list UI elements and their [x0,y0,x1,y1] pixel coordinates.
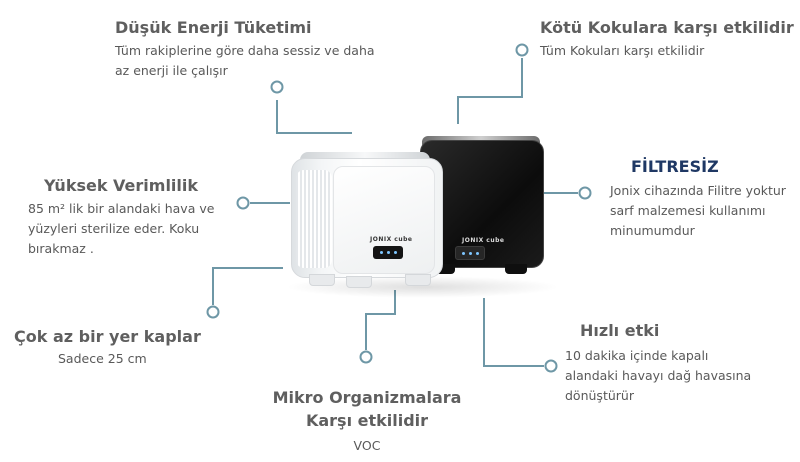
white-device-foot [346,276,372,288]
energy-circle-marker-icon [270,80,284,94]
efficiency-description: 85 m² lik bir alandaki hava ve yüzyleri … [28,199,214,259]
space-connector [212,267,283,305]
efficiency-circle-marker-icon [236,196,250,210]
white-device-control-panel [373,246,403,259]
white-device-grill [296,170,332,268]
white-device-logo: JONIX cube [370,236,413,243]
micro-title: Mikro Organizmalara Karşı etkilidir [272,388,462,430]
black-device-foot [433,264,455,274]
odors-description: Tüm Kokuları karşı etkilidir [540,43,705,58]
black-device-logo: JONIX cube [462,237,505,244]
filterless-title: FİLTRESİZ [631,157,719,176]
white-device-foot [405,274,431,286]
efficiency-title: Yüksek Verimlilik [44,176,199,195]
white-device-face [333,166,435,274]
white-device-top [300,152,430,162]
fast-circle-marker-icon [544,359,558,373]
filterless-desc-line: minumumdur [610,223,695,238]
odors-connector [457,58,523,124]
white-device-foot [309,274,335,286]
black-device-foot [505,264,527,274]
black-device-control-panel [455,246,485,260]
fast-desc-line: dönüştürür [565,388,634,403]
efficiency-desc-line: bırakmaz . [28,241,94,256]
filterless-description: Jonix cihazında Filitre yoktur sarf malz… [610,181,786,241]
odors-title: Kötü Kokulara karşı etkilidir [540,18,794,37]
energy-description: Tüm rakiplerine göre daha sessiz ve daha… [115,41,375,81]
filterless-circle-marker-icon [578,186,592,200]
filterless-desc-line: sarf malzemesi kullanımı [610,203,766,218]
fast-desc-line: 10 dakika içinde kapalı [565,348,709,363]
space-title: Çok az bir yer kaplar [14,327,201,346]
fast-desc-line: alandaki havayı dağ havasına [565,368,752,383]
micro-title-line: Karşı etkilidir [305,411,429,430]
micro-connector [365,290,396,350]
efficiency-desc-line: 85 m² lik bir alandaki hava ve [28,201,215,216]
micro-circle-marker-icon [359,350,373,364]
energy-connector [276,100,352,134]
micro-title-line: Mikro Organizmalara [272,388,462,407]
energy-title: Düşük Enerji Tüketimi [115,18,312,37]
fast-description: 10 dakika içinde kapalı alandaki havayı … [565,346,751,406]
fast-title: Hızlı etki [580,321,660,340]
space-description: Sadece 25 cm [58,351,147,366]
space-circle-marker-icon [206,305,220,319]
micro-description: VOC [353,438,381,453]
fast-connector [483,298,544,367]
odors-circle-marker-icon [515,43,529,57]
energy-desc-line: Tüm rakiplerine göre daha sessiz ve daha [115,43,375,58]
efficiency-desc-line: yüzyleri sterilize eder. Koku [28,221,200,236]
energy-desc-line: az enerji ile çalışır [115,63,228,78]
filterless-desc-line: Jonix cihazında Filitre yoktur [610,183,786,198]
